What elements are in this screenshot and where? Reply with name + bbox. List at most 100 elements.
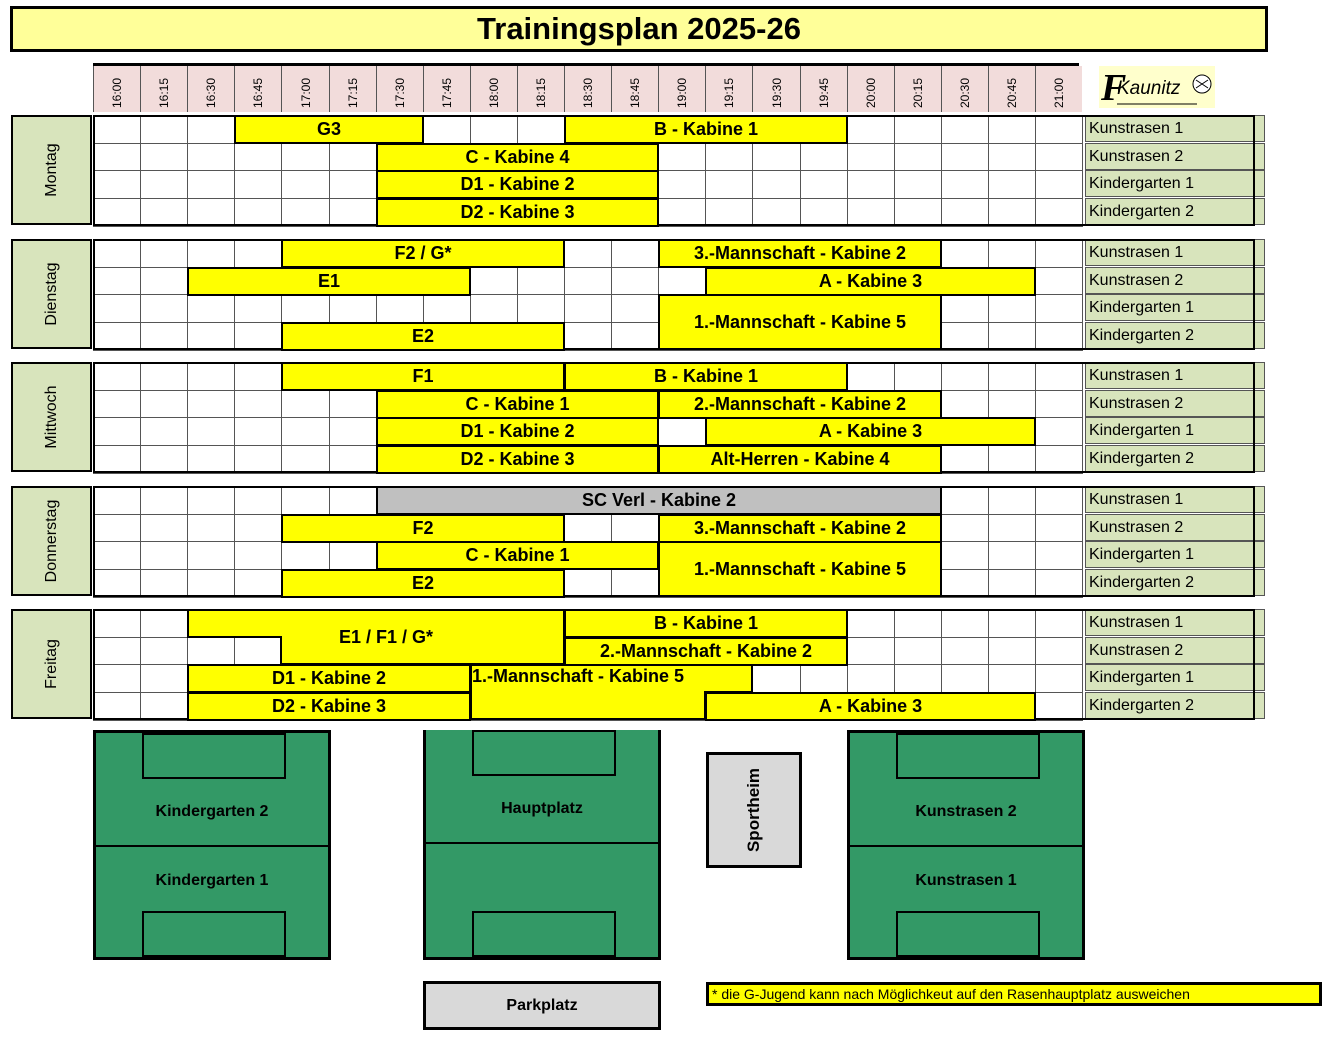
- training-session[interactable]: G3: [234, 115, 424, 144]
- time-cell[interactable]: [281, 486, 330, 515]
- time-cell[interactable]: [281, 417, 330, 446]
- time-cell[interactable]: [988, 486, 1036, 515]
- time-cell[interactable]: [93, 445, 141, 474]
- time-cell[interactable]: [941, 170, 989, 199]
- time-cell[interactable]: [329, 445, 377, 474]
- time-cell[interactable]: [93, 664, 141, 693]
- time-cell[interactable]: [941, 541, 989, 570]
- time-cell[interactable]: [93, 267, 141, 296]
- time-cell[interactable]: [1035, 267, 1083, 296]
- time-cell[interactable]: [93, 692, 141, 721]
- time-cell[interactable]: [234, 294, 282, 323]
- time-cell[interactable]: [93, 322, 141, 351]
- time-cell[interactable]: [187, 486, 235, 515]
- training-session[interactable]: B - Kabine 1: [564, 609, 848, 638]
- time-cell[interactable]: [752, 198, 801, 227]
- time-cell[interactable]: [187, 322, 235, 351]
- time-cell[interactable]: [470, 115, 518, 144]
- time-cell[interactable]: [894, 362, 942, 391]
- time-cell[interactable]: [941, 569, 989, 598]
- time-cell[interactable]: [941, 514, 989, 543]
- time-cell[interactable]: [752, 143, 801, 172]
- time-cell[interactable]: [423, 294, 471, 323]
- time-cell[interactable]: [988, 514, 1036, 543]
- time-cell[interactable]: [1035, 445, 1083, 474]
- training-session[interactable]: C - Kabine 1: [376, 390, 659, 419]
- time-cell[interactable]: [187, 417, 235, 446]
- training-session[interactable]: E2: [281, 322, 565, 351]
- time-cell[interactable]: [234, 198, 282, 227]
- time-cell[interactable]: [93, 514, 141, 543]
- time-cell[interactable]: [847, 362, 895, 391]
- time-cell[interactable]: [1035, 486, 1083, 515]
- training-session[interactable]: F2: [281, 514, 565, 543]
- time-cell[interactable]: [187, 115, 235, 144]
- time-cell[interactable]: [988, 609, 1036, 638]
- time-cell[interactable]: [894, 664, 942, 693]
- time-cell[interactable]: [187, 198, 235, 227]
- time-cell[interactable]: [234, 390, 282, 419]
- time-cell[interactable]: [894, 198, 942, 227]
- time-cell[interactable]: [705, 170, 753, 199]
- time-cell[interactable]: [988, 115, 1036, 144]
- time-cell[interactable]: [281, 541, 330, 570]
- time-cell[interactable]: [140, 445, 188, 474]
- training-session[interactable]: B - Kabine 1: [564, 362, 848, 391]
- time-cell[interactable]: [187, 362, 235, 391]
- time-cell[interactable]: [140, 322, 188, 351]
- training-session[interactable]: C - Kabine 1: [376, 541, 659, 570]
- time-cell[interactable]: [894, 143, 942, 172]
- time-cell[interactable]: [1035, 514, 1083, 543]
- time-cell[interactable]: [988, 322, 1036, 351]
- time-cell[interactable]: [140, 486, 188, 515]
- time-cell[interactable]: [894, 115, 942, 144]
- time-cell[interactable]: [187, 170, 235, 199]
- time-cell[interactable]: [941, 115, 989, 144]
- time-cell[interactable]: [329, 198, 377, 227]
- time-cell[interactable]: [93, 390, 141, 419]
- training-session[interactable]: A - Kabine 3: [705, 692, 1036, 721]
- time-cell[interactable]: [93, 143, 141, 172]
- time-cell[interactable]: [329, 390, 377, 419]
- time-cell[interactable]: [93, 115, 141, 144]
- time-cell[interactable]: [234, 362, 282, 391]
- training-session[interactable]: F1: [281, 362, 565, 391]
- time-cell[interactable]: [329, 294, 377, 323]
- training-session[interactable]: 3.-Mannschaft - Kabine 2: [658, 239, 942, 268]
- training-session[interactable]: D2 - Kabine 3: [376, 445, 659, 474]
- time-cell[interactable]: [329, 417, 377, 446]
- time-cell[interactable]: [941, 609, 989, 638]
- time-cell[interactable]: [517, 115, 565, 144]
- time-cell[interactable]: [847, 664, 895, 693]
- time-cell[interactable]: [1035, 294, 1083, 323]
- time-cell[interactable]: [187, 514, 235, 543]
- time-cell[interactable]: [800, 143, 848, 172]
- time-cell[interactable]: [800, 664, 848, 693]
- time-cell[interactable]: [93, 198, 141, 227]
- training-session[interactable]: F2 / G*: [281, 239, 565, 268]
- time-cell[interactable]: [752, 664, 801, 693]
- training-session[interactable]: D2 - Kabine 3: [376, 198, 659, 227]
- training-session[interactable]: 2.-Mannschaft - Kabine 2: [658, 390, 942, 419]
- time-cell[interactable]: [281, 445, 330, 474]
- time-cell[interactable]: [329, 541, 377, 570]
- time-cell[interactable]: [941, 143, 989, 172]
- time-cell[interactable]: [988, 170, 1036, 199]
- time-cell[interactable]: [140, 267, 188, 296]
- time-cell[interactable]: [847, 198, 895, 227]
- time-cell[interactable]: [140, 362, 188, 391]
- training-session[interactable]: A - Kabine 3: [705, 267, 1036, 296]
- training-session[interactable]: B - Kabine 1: [564, 115, 848, 144]
- time-cell[interactable]: [140, 198, 188, 227]
- time-cell[interactable]: [988, 294, 1036, 323]
- time-cell[interactable]: [234, 170, 282, 199]
- time-cell[interactable]: [140, 115, 188, 144]
- time-cell[interactable]: [988, 362, 1036, 391]
- time-cell[interactable]: [705, 198, 753, 227]
- time-cell[interactable]: [93, 417, 141, 446]
- time-cell[interactable]: [658, 417, 706, 446]
- time-cell[interactable]: [93, 294, 141, 323]
- time-cell[interactable]: [93, 541, 141, 570]
- time-cell[interactable]: [234, 486, 282, 515]
- time-cell[interactable]: [847, 637, 895, 666]
